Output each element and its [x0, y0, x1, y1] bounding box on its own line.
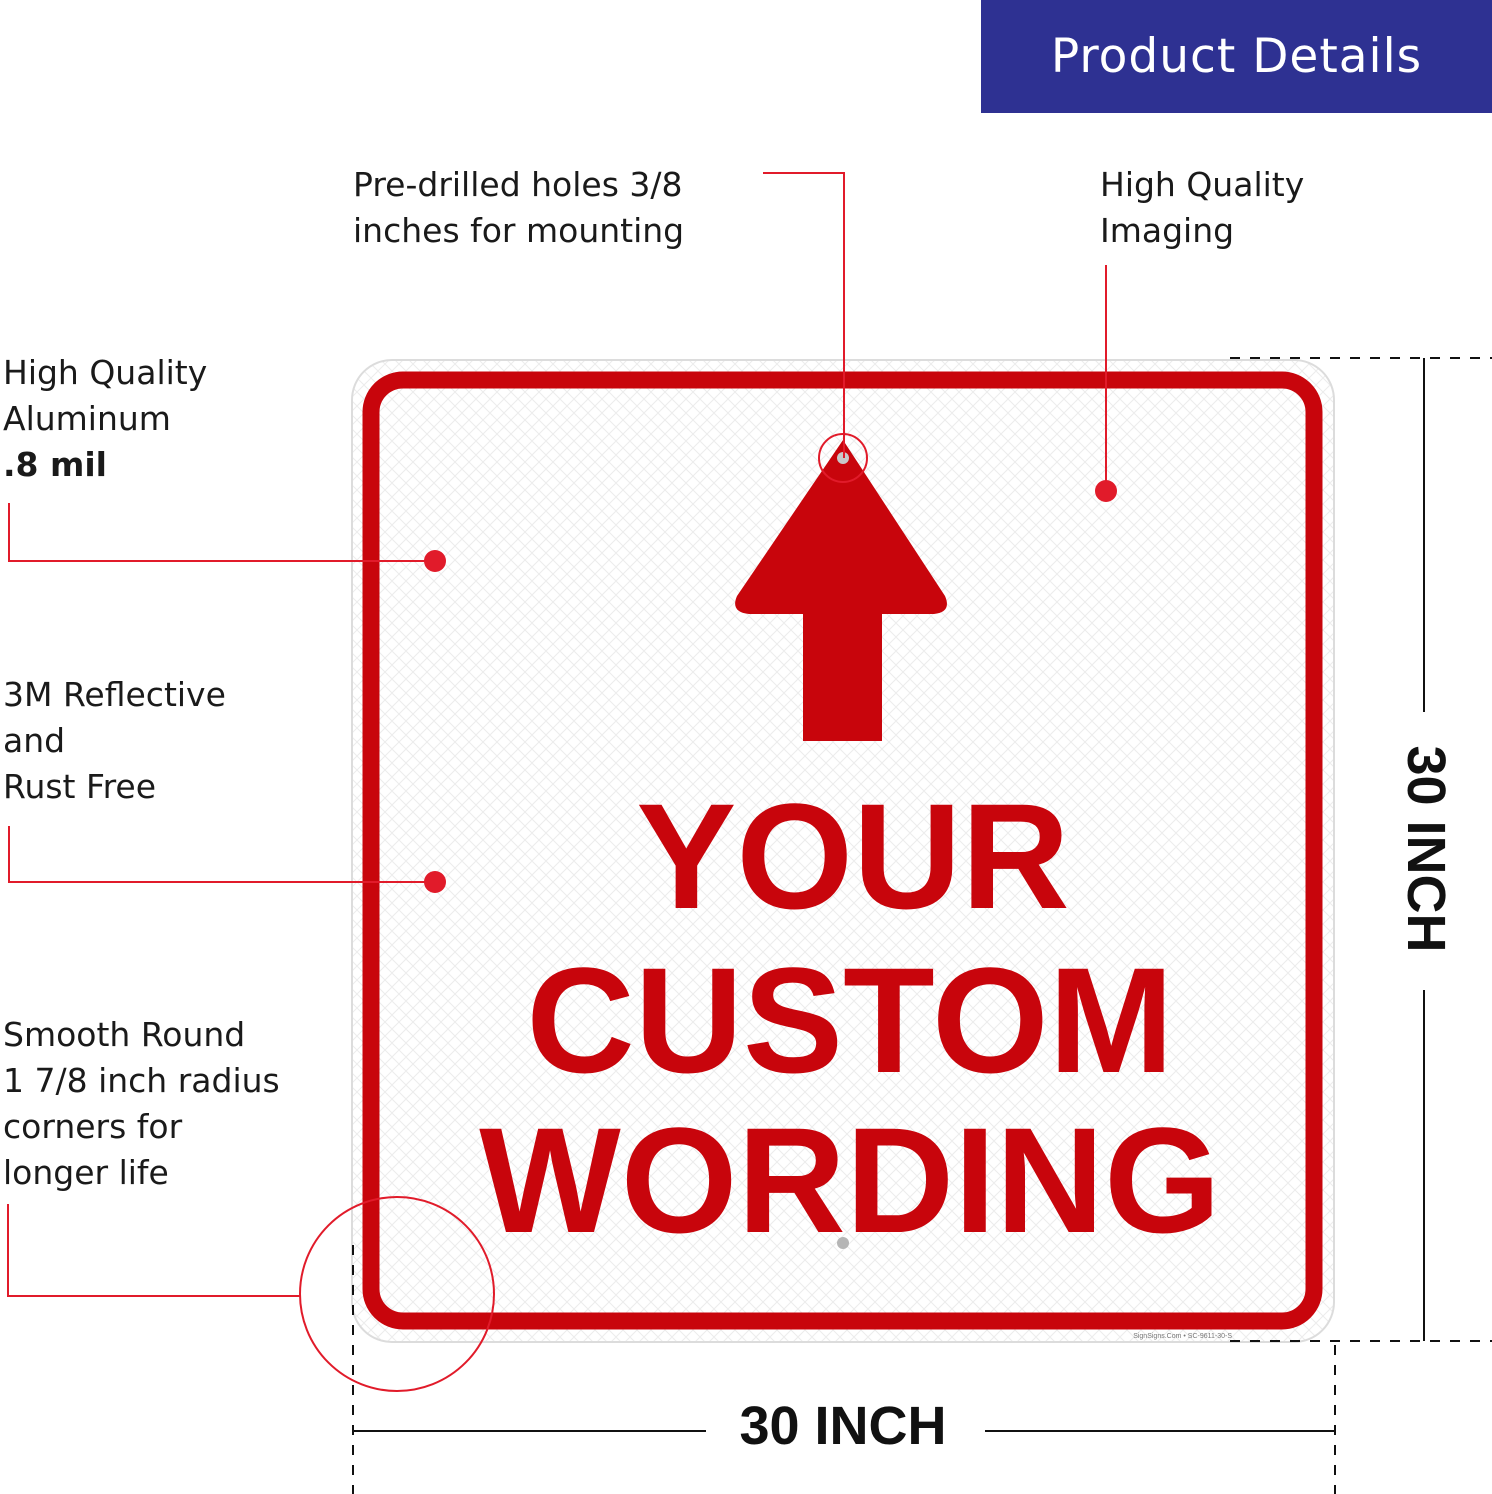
- aluminum-label-line-1: High Quality: [3, 353, 208, 392]
- imaging-callout-label: High Quality Imaging: [1100, 162, 1304, 254]
- product-details-banner: Product Details: [981, 0, 1492, 113]
- holes-callout-label: Pre-drilled holes 3/8 inches for mountin…: [353, 162, 684, 254]
- corners-label-line-2: 1 7/8 inch radius: [3, 1061, 280, 1100]
- aluminum-label-line-3: .8 mil: [3, 442, 207, 488]
- sign-text-line-3: WORDING: [479, 1096, 1221, 1264]
- sign-text-line-1: YOUR: [636, 772, 1069, 940]
- holes-label-line-2: inches for mounting: [353, 211, 685, 250]
- aluminum-label-line-2: Aluminum: [3, 399, 171, 438]
- imaging-callout-dot: [1095, 480, 1117, 502]
- reflective-callout-dot: [424, 871, 446, 893]
- reflective-label-line-3: Rust Free: [3, 767, 157, 806]
- aluminum-callout-dot: [424, 550, 446, 572]
- mounting-hole-bottom: [837, 1237, 849, 1249]
- holes-callout-line: [763, 172, 845, 458]
- reflective-callout-line: [8, 826, 435, 883]
- holes-label-line-1: Pre-drilled holes 3/8: [353, 165, 683, 204]
- sign-text-line-2: CUSTOM: [526, 936, 1173, 1104]
- sign-imprint: SignSigns.Com • SC-9611-30-S: [1133, 1333, 1232, 1340]
- corners-label-line-4: longer life: [3, 1153, 169, 1192]
- corners-label-line-3: corners for: [3, 1107, 183, 1146]
- reflective-label-line-2: and: [3, 721, 66, 760]
- corners-callout-line: [7, 1204, 300, 1297]
- corners-callout-label: Smooth Round 1 7/8 inch radius corners f…: [3, 1012, 280, 1196]
- up-arrow-icon: [735, 440, 947, 741]
- reflective-label-line-1: 3M Reflective: [3, 675, 226, 714]
- sign-border: [362, 371, 1323, 1330]
- imaging-label-line-2: Imaging: [1100, 211, 1235, 250]
- corners-callout-ring: [299, 1196, 495, 1392]
- width-dimension-label: 30 INCH: [739, 1396, 947, 1456]
- height-dimension-label: 30 INCH: [1396, 745, 1456, 953]
- aluminum-thickness: .8 mil: [3, 445, 107, 484]
- corners-label-line-1: Smooth Round: [3, 1015, 246, 1054]
- aluminum-callout-line: [8, 503, 435, 562]
- holes-callout-ring: [818, 433, 868, 483]
- imaging-label-line-1: High Quality: [1100, 165, 1305, 204]
- aluminum-callout-label: High Quality Aluminum .8 mil: [3, 350, 207, 488]
- reflective-callout-label: 3M Reflective and Rust Free: [3, 672, 226, 810]
